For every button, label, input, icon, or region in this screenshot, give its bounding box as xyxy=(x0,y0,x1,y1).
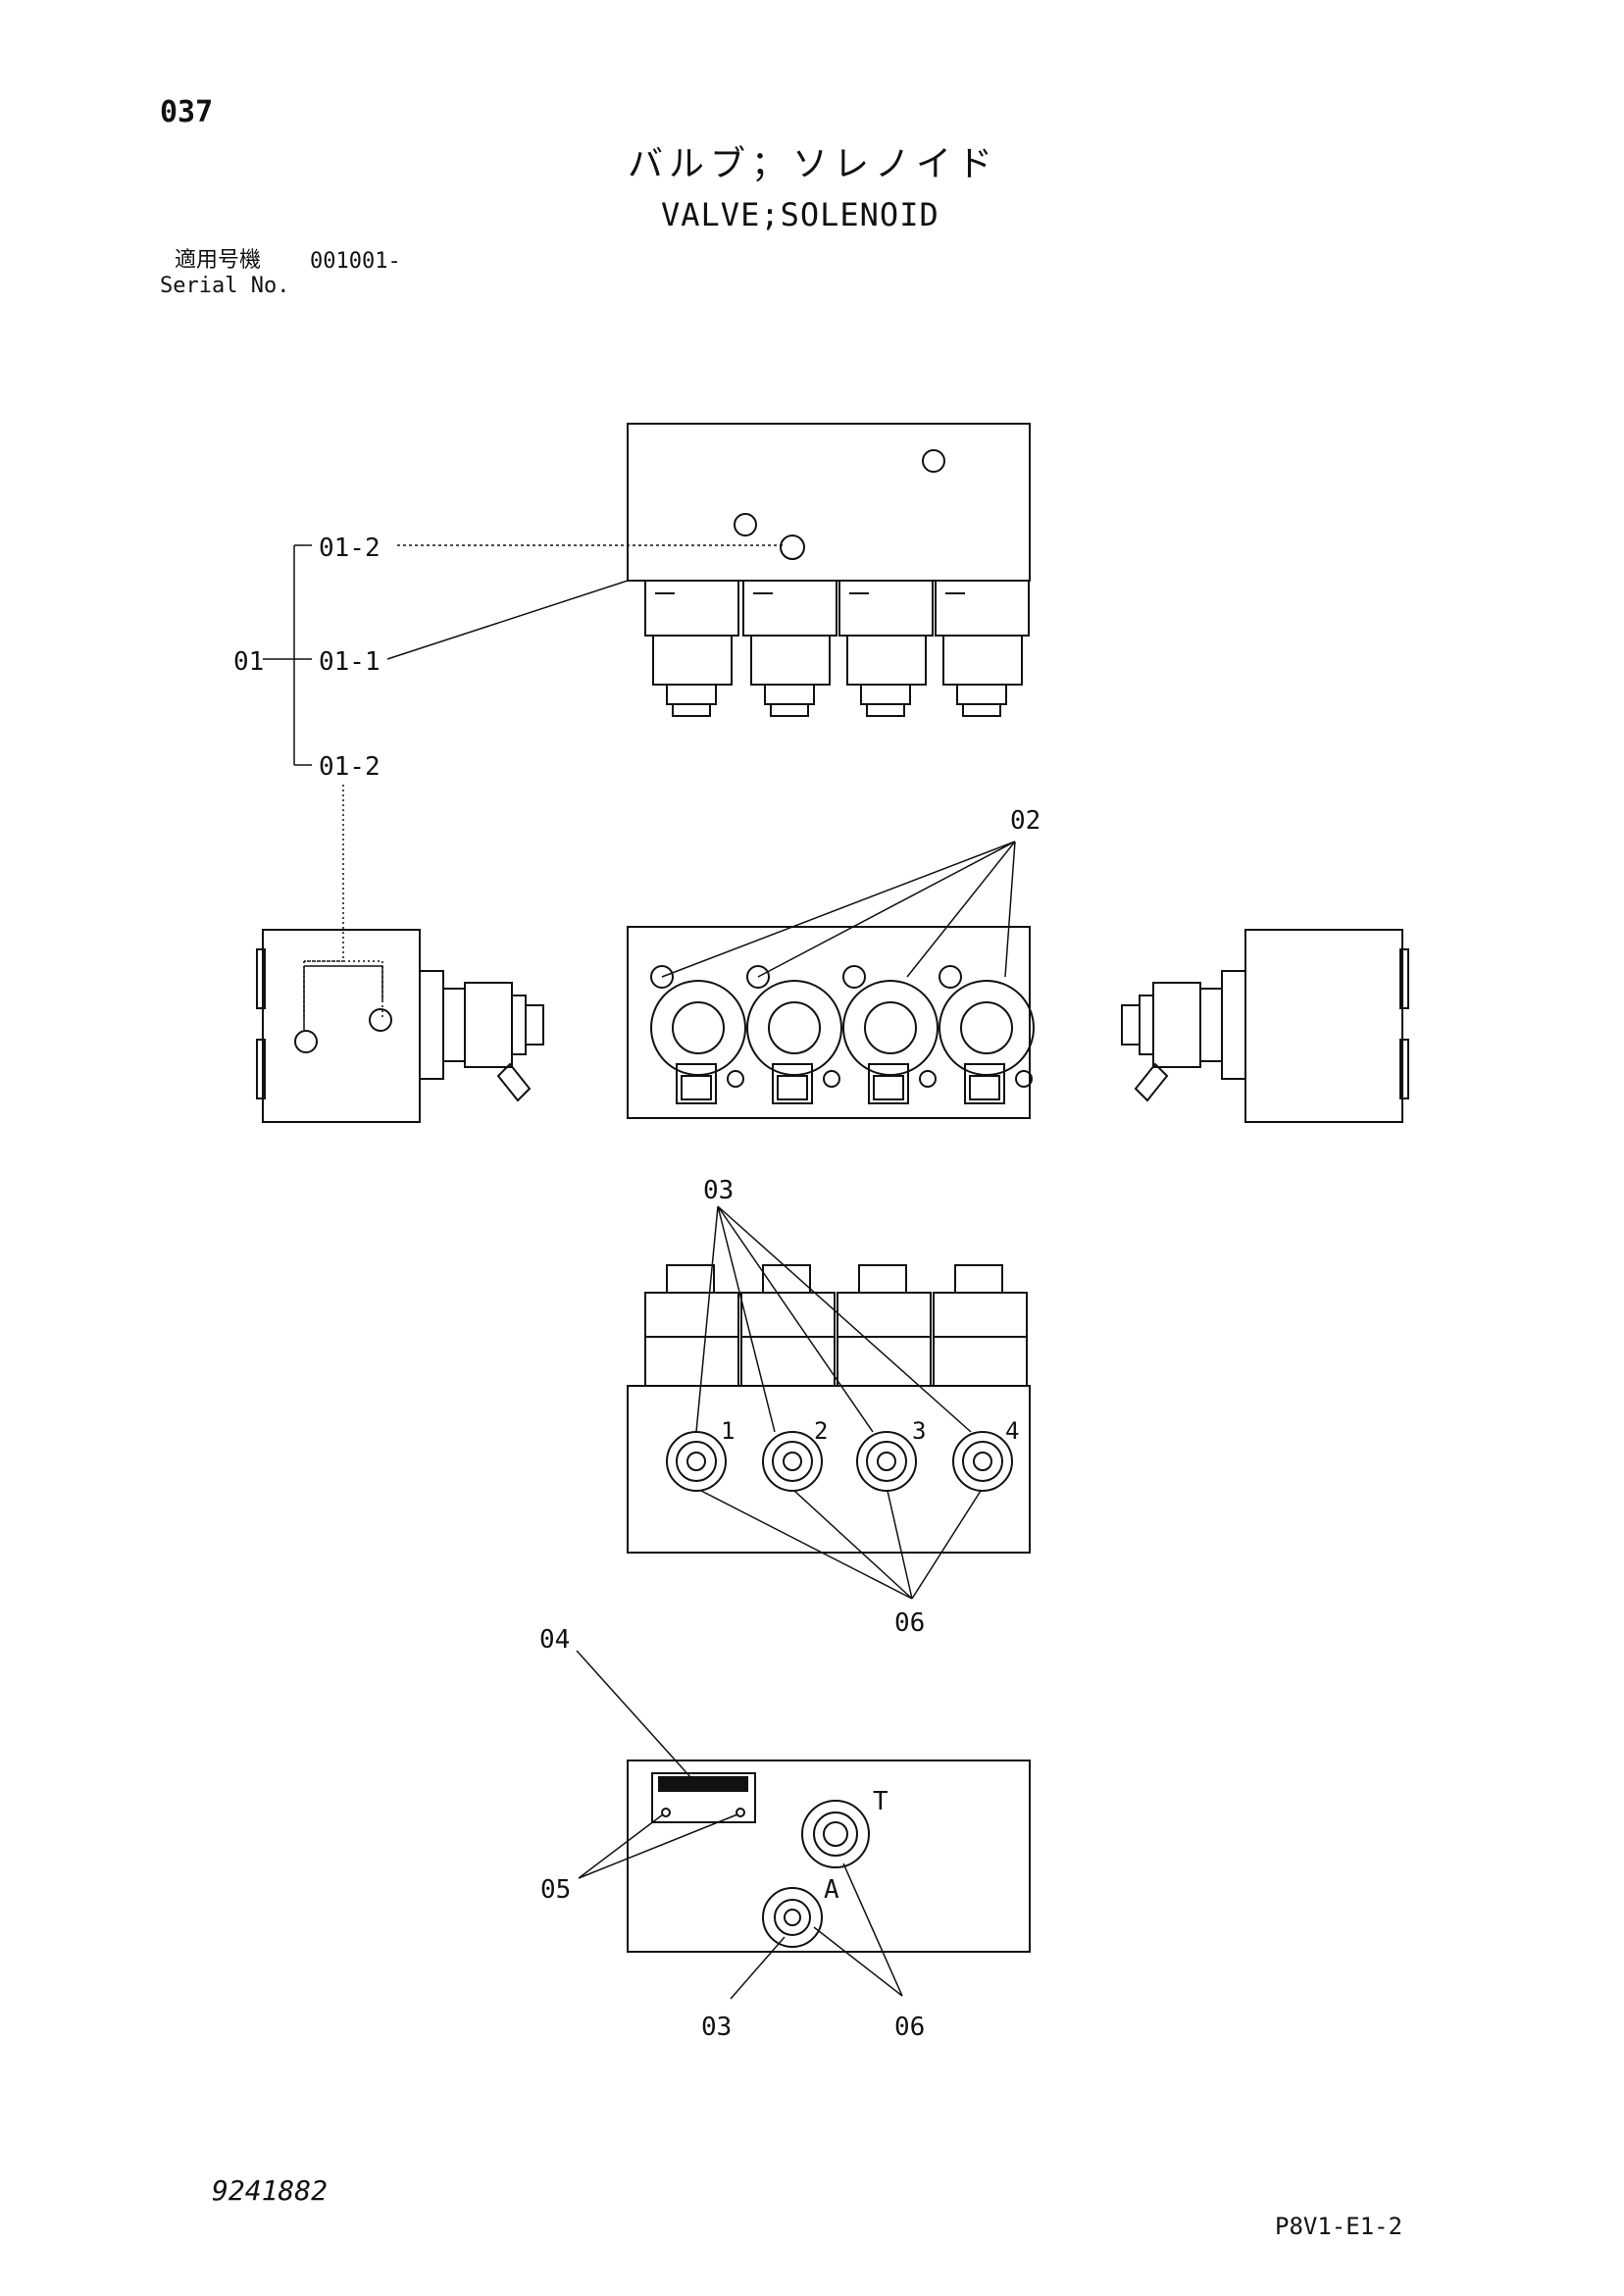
title-japanese: バルブ；ソレノイド xyxy=(628,144,999,184)
callout-01: 01 xyxy=(233,647,264,677)
valve-block-ports xyxy=(627,1385,1031,1554)
port-view xyxy=(627,1205,1031,1600)
callout-03-top: 03 xyxy=(703,1176,734,1205)
callout-01-2-bottom: 01-2 xyxy=(319,752,381,782)
port-number-3: 3 xyxy=(912,1417,926,1445)
top-view xyxy=(627,423,1031,717)
front-view xyxy=(627,841,1035,1119)
serial-label-japanese: 適用号機 xyxy=(175,248,262,273)
callout-01-1: 01-1 xyxy=(319,647,381,677)
port-hole xyxy=(922,449,945,473)
callout-03-bottom: 03 xyxy=(701,2013,732,2042)
callout-06-mid: 06 xyxy=(894,1608,925,1638)
valve-block-top xyxy=(627,423,1031,582)
port-hole xyxy=(734,513,757,536)
port-number-4: 4 xyxy=(1005,1417,1019,1445)
callout-05: 05 xyxy=(540,1875,571,1905)
callout-01-2-top: 01-2 xyxy=(319,534,381,563)
side-view-right xyxy=(1121,929,1409,1123)
port-fittings xyxy=(666,1431,1013,1492)
serial-value: 001001- xyxy=(310,249,401,274)
port-number-2: 2 xyxy=(814,1417,828,1445)
title-english: VALVE;SOLENOID xyxy=(661,196,939,233)
port-label-t: T xyxy=(873,1787,888,1816)
drawing-number: 9241882 xyxy=(212,2174,329,2207)
page-number: 037 xyxy=(160,95,214,129)
port-a-fitting xyxy=(762,1887,823,1948)
port-t-fitting xyxy=(801,1800,870,1868)
callout-06-bottom: 06 xyxy=(894,2013,925,2042)
callout-04: 04 xyxy=(539,1625,570,1655)
port-number-1: 1 xyxy=(721,1417,735,1445)
side-view-left xyxy=(256,929,544,1123)
nameplate xyxy=(651,1772,756,1823)
end-view xyxy=(576,1650,1031,2000)
valve-block-end xyxy=(627,1760,1031,1953)
sheet-reference: P8V1-E1-2 xyxy=(1275,2213,1403,2240)
port-label-a: A xyxy=(824,1875,839,1905)
callout-group-01 xyxy=(263,544,785,1020)
solenoid-row-top xyxy=(644,580,1030,717)
port-hole xyxy=(780,535,805,560)
solenoid-coils xyxy=(650,965,1035,1104)
valve-block-front xyxy=(627,926,1031,1119)
serial-label-english: Serial No. xyxy=(160,274,290,298)
callout-02: 02 xyxy=(1010,806,1040,836)
